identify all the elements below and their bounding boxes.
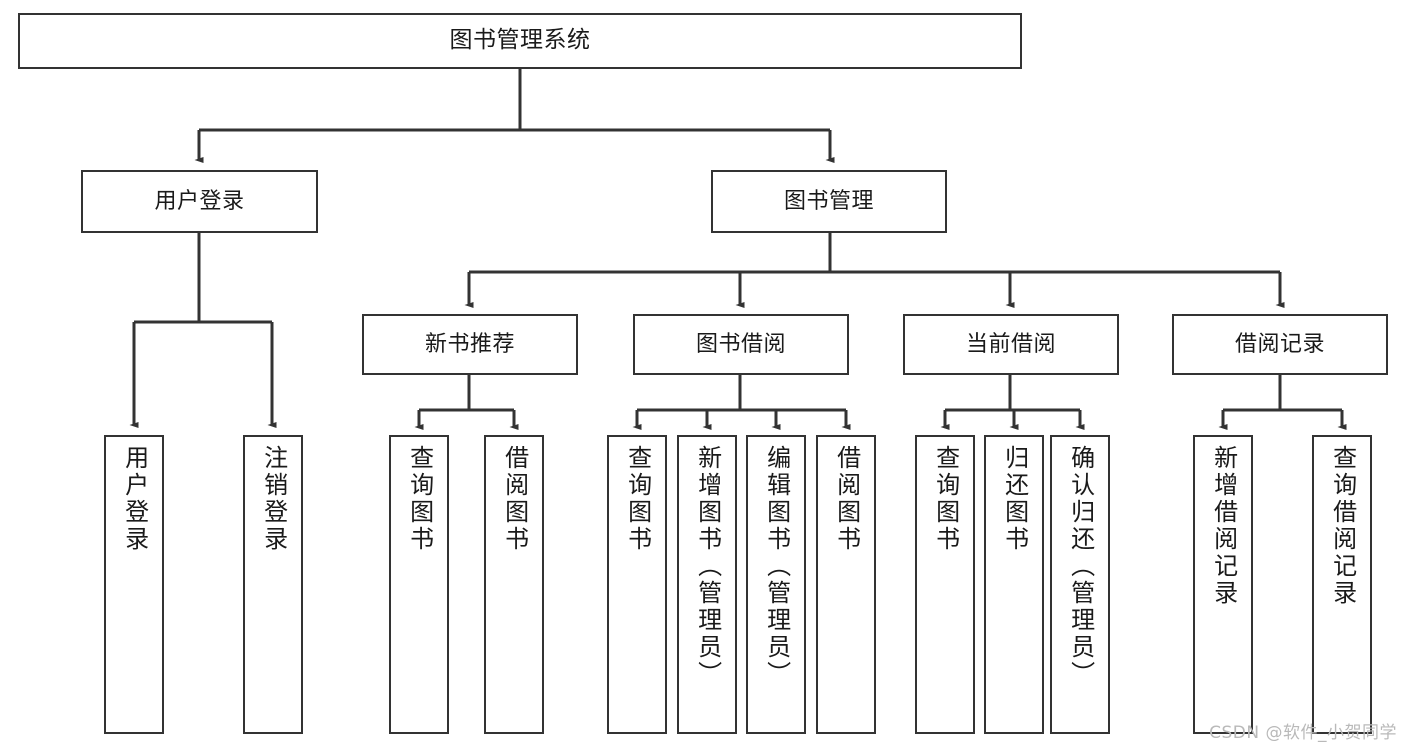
- node-leaf-borrow-book-2[interactable]: 借阅图书: [816, 435, 876, 734]
- node-root[interactable]: 图书管理系统: [18, 13, 1022, 69]
- node-leaf-user-logout[interactable]: 注销登录: [243, 435, 303, 734]
- node-leaf-confirm-return-label: 确认归还（管理员）: [1066, 445, 1095, 688]
- node-root-label: 图书管理系统: [449, 27, 591, 54]
- node-leaf-user-logout-label: 注销登录: [259, 445, 288, 553]
- node-new-book-rec-label: 新书推荐: [424, 331, 515, 357]
- node-book-manage-label: 图书管理: [783, 188, 874, 214]
- node-leaf-edit-book-label: 编辑图书（管理员）: [762, 445, 791, 688]
- node-leaf-edit-book[interactable]: 编辑图书（管理员）: [746, 435, 806, 734]
- node-leaf-borrow-book-1-label: 借阅图书: [500, 445, 529, 553]
- node-new-book-rec[interactable]: 新书推荐: [362, 314, 578, 375]
- node-leaf-return-book[interactable]: 归还图书: [984, 435, 1044, 734]
- node-user-login[interactable]: 用户登录: [81, 170, 318, 233]
- node-leaf-query-record-label: 查询借阅记录: [1328, 445, 1357, 607]
- node-leaf-add-record-label: 新增借阅记录: [1209, 445, 1238, 607]
- node-current-borrow[interactable]: 当前借阅: [903, 314, 1119, 375]
- node-leaf-query-book-1[interactable]: 查询图书: [389, 435, 449, 734]
- node-leaf-query-book-2-label: 查询图书: [623, 445, 652, 553]
- node-book-manage[interactable]: 图书管理: [711, 170, 947, 233]
- node-leaf-query-book-2[interactable]: 查询图书: [607, 435, 667, 734]
- node-current-borrow-label: 当前借阅: [965, 331, 1056, 357]
- node-leaf-borrow-book-1[interactable]: 借阅图书: [484, 435, 544, 734]
- node-leaf-return-book-label: 归还图书: [1000, 445, 1029, 553]
- node-leaf-query-book-3[interactable]: 查询图书: [915, 435, 975, 734]
- node-leaf-user-login[interactable]: 用户登录: [104, 435, 164, 734]
- node-leaf-add-book-label: 新增图书（管理员）: [693, 445, 722, 688]
- node-book-borrow[interactable]: 图书借阅: [633, 314, 849, 375]
- node-leaf-add-record[interactable]: 新增借阅记录: [1193, 435, 1253, 734]
- node-user-login-label: 用户登录: [154, 188, 245, 214]
- node-leaf-query-book-3-label: 查询图书: [931, 445, 960, 553]
- node-leaf-confirm-return[interactable]: 确认归还（管理员）: [1050, 435, 1110, 734]
- node-leaf-query-book-1-label: 查询图书: [405, 445, 434, 553]
- node-borrow-record[interactable]: 借阅记录: [1172, 314, 1388, 375]
- node-borrow-record-label: 借阅记录: [1234, 331, 1325, 357]
- watermark-text: CSDN @软件_小贺同学: [1209, 723, 1397, 743]
- node-leaf-user-login-label: 用户登录: [120, 445, 149, 553]
- node-leaf-add-book[interactable]: 新增图书（管理员）: [677, 435, 737, 734]
- node-book-borrow-label: 图书借阅: [695, 331, 786, 357]
- node-leaf-borrow-book-2-label: 借阅图书: [832, 445, 861, 553]
- node-leaf-query-record[interactable]: 查询借阅记录: [1312, 435, 1372, 734]
